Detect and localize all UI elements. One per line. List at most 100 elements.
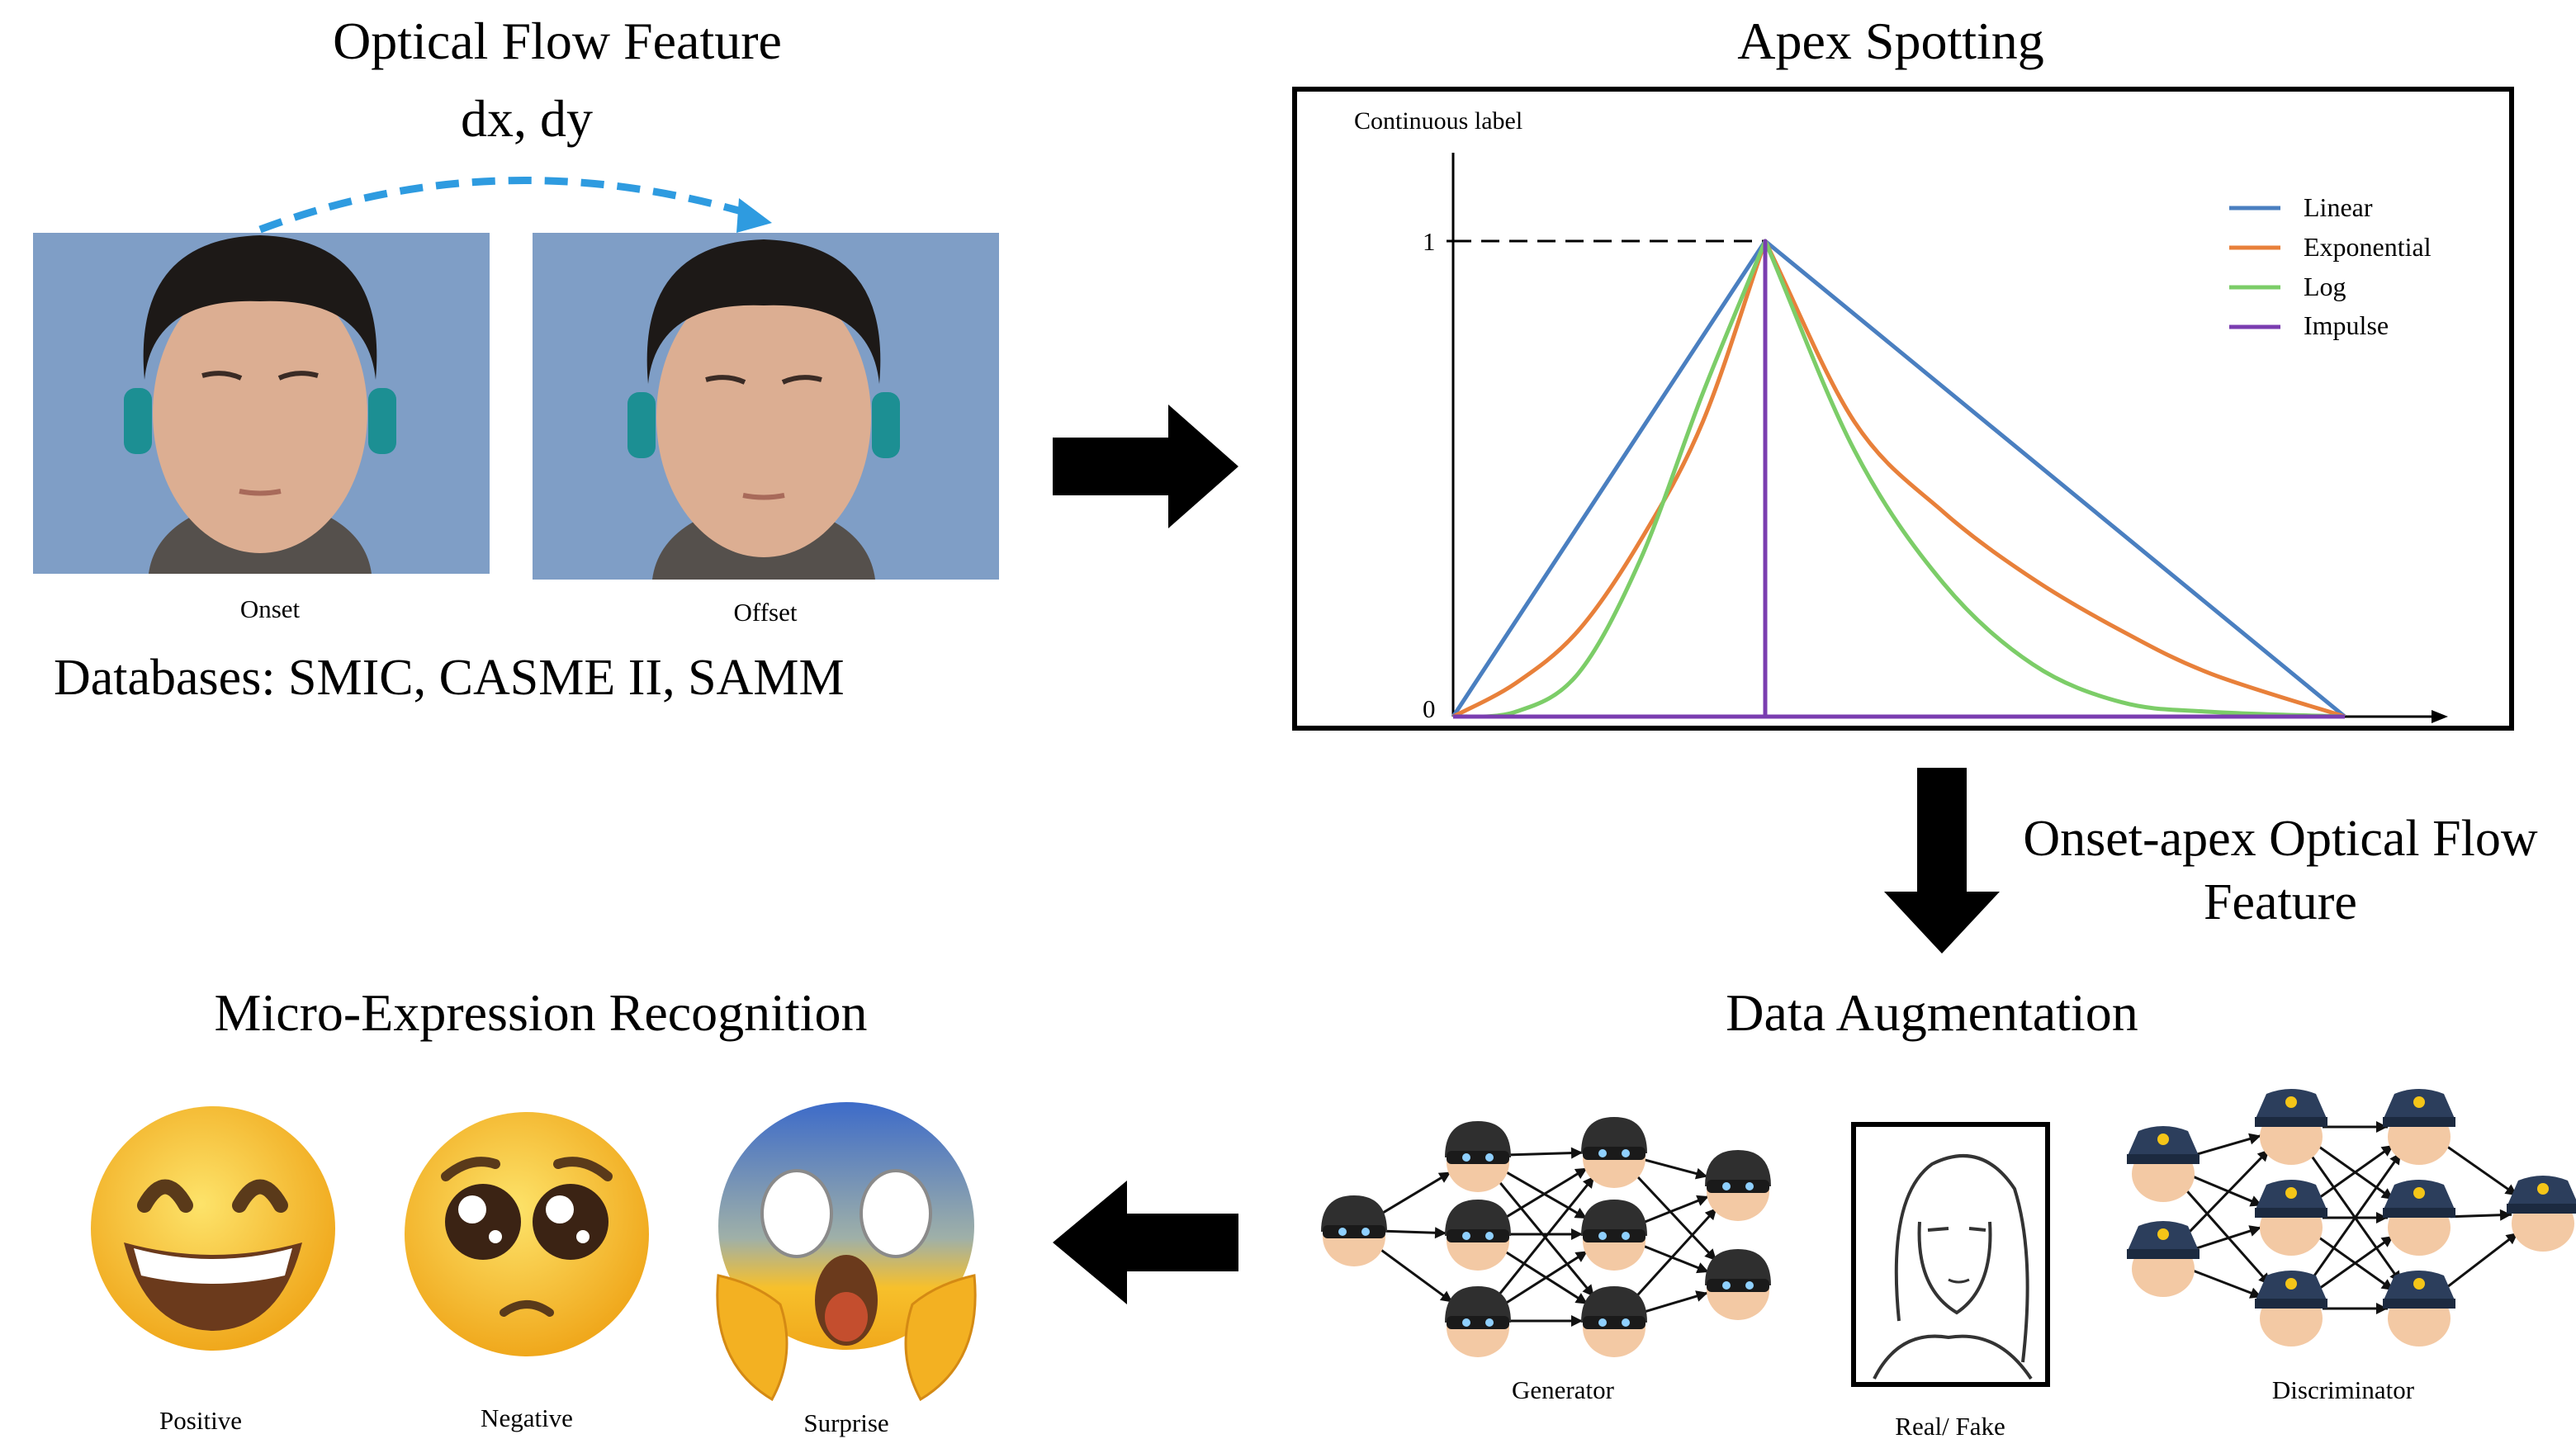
generator-edge-head	[1574, 1251, 1588, 1262]
grinning-face-icon	[91, 1106, 335, 1351]
generator-edge-head	[1695, 1290, 1708, 1302]
generator-edge	[1508, 1151, 1584, 1157]
right-arrow-icon	[1053, 405, 1238, 528]
generator-network	[1321, 1117, 1771, 1357]
police-officer-icon	[2383, 1089, 2455, 1165]
discriminator-edge	[2192, 1226, 2262, 1251]
offset-label: Offset	[733, 598, 798, 627]
police-officer-icon	[2383, 1271, 2455, 1347]
chart-series-exponential	[1451, 239, 2346, 719]
offset-face-photo	[533, 233, 999, 580]
optical-flow-subtitle: dx, dy	[461, 89, 593, 148]
generator-edge-head	[1571, 1228, 1583, 1240]
masked-person-icon	[1321, 1195, 1387, 1266]
generator-edge-head	[1704, 1248, 1717, 1261]
police-officer-icon	[2507, 1176, 2576, 1252]
generator-edge	[1504, 1170, 1588, 1220]
generator-edge	[1634, 1207, 1718, 1299]
discriminator-edge-head	[2376, 1212, 2388, 1223]
masked-person-icon	[1705, 1249, 1771, 1320]
police-officer-icon	[2255, 1271, 2327, 1347]
police-officer-icon	[2255, 1089, 2327, 1165]
generator-edge-head	[1694, 1167, 1708, 1180]
legend-label-log: Log	[2304, 272, 2346, 301]
class-label-positive: Positive	[159, 1406, 242, 1435]
discriminator-edge-head	[2376, 1121, 2388, 1133]
augmentation-title: Data Augmentation	[1726, 983, 2138, 1042]
chart-x-axis-arrowhead	[2432, 710, 2448, 723]
discriminator-edge	[2316, 1234, 2394, 1292]
discriminator-network	[2127, 1089, 2576, 1347]
chart-series-log	[1452, 239, 2346, 719]
police-officer-icon	[2127, 1221, 2200, 1297]
generator-label: Generator	[1512, 1375, 1614, 1404]
police-officer-icon	[2127, 1126, 2200, 1202]
discriminator-edge	[2443, 1231, 2519, 1291]
generator-edge	[1496, 1175, 1596, 1298]
databases-text: Databases: SMIC, CASME II, SAMM	[54, 650, 845, 706]
discriminator-edge-head	[2499, 1209, 2512, 1221]
class-label-surprise: Surprise	[803, 1408, 889, 1437]
generator-edge	[1380, 1171, 1452, 1215]
masked-person-icon	[1445, 1200, 1511, 1271]
discriminator-label: Discriminator	[2271, 1375, 2415, 1404]
dashed-curved-arrow-icon	[258, 177, 772, 234]
discriminator-edge	[2184, 1148, 2271, 1238]
recognition-title: Micro-Expression Recognition	[214, 983, 868, 1042]
apex-chart-frame	[1292, 87, 2514, 731]
optical-flow-title: Optical Flow Feature	[333, 12, 782, 70]
discriminator-edge	[2191, 1175, 2263, 1207]
generator-edge-head	[1696, 1262, 1709, 1274]
screaming-face-icon	[716, 1102, 977, 1402]
masked-person-icon	[1445, 1286, 1511, 1357]
generator-edge-head	[1704, 1208, 1717, 1221]
masked-person-icon	[1445, 1121, 1511, 1192]
mona-lisa-sketch-icon	[1851, 1122, 2050, 1387]
chart-ytick-0: 0	[1423, 694, 1436, 723]
down-arrow-icon	[1884, 768, 2000, 954]
chart-y-label: Continuous label	[1354, 107, 1523, 135]
generator-edge	[1503, 1167, 1589, 1219]
generator-edge-head	[1439, 1290, 1453, 1303]
generator-edge-head	[1437, 1171, 1451, 1183]
generator-edge-head	[1434, 1227, 1447, 1239]
chart-ytick-1: 1	[1423, 227, 1436, 256]
generator-edge	[1503, 1250, 1589, 1305]
pleading-face-icon	[405, 1112, 649, 1356]
discriminator-edge	[2316, 1143, 2394, 1201]
generator-edge-head	[1574, 1293, 1588, 1304]
apex-title: Apex Spotting	[1737, 12, 2044, 70]
generator-edge	[1642, 1195, 1710, 1224]
onset-label: Onset	[239, 594, 301, 623]
discriminator-edge	[2193, 1134, 2261, 1157]
legend-label-exponential: Exponential	[2304, 232, 2432, 262]
masked-person-icon	[1581, 1200, 1647, 1271]
discriminator-edge	[2308, 1152, 2403, 1284]
chart-series-impulse	[1453, 239, 2345, 719]
discriminator-edge	[2191, 1269, 2263, 1299]
generator-edge	[1634, 1173, 1718, 1262]
generator-edge-head	[1582, 1176, 1595, 1189]
discriminator-edge	[2444, 1143, 2518, 1197]
generator-edges	[1378, 1147, 1718, 1327]
police-officer-icon	[2255, 1180, 2327, 1256]
generator-edge	[1642, 1244, 1710, 1274]
generator-edge-head	[1570, 1147, 1584, 1159]
legend-label-impulse: Impulse	[2304, 310, 2389, 340]
generator-edge	[1378, 1247, 1454, 1304]
generator-edge-head	[1574, 1167, 1588, 1179]
generator-edge-head	[1574, 1207, 1588, 1219]
masked-person-icon	[1581, 1117, 1647, 1188]
generator-edge-head	[1696, 1195, 1709, 1206]
generator-edge-head	[1571, 1315, 1583, 1327]
onset-apex-label-line2: Feature	[2204, 874, 2357, 930]
left-arrow-icon	[1053, 1181, 1238, 1304]
discriminator-edge-head	[2248, 1133, 2261, 1145]
generator-edge	[1497, 1179, 1595, 1298]
legend-label-linear: Linear	[2304, 192, 2373, 222]
class-label-negative: Negative	[481, 1403, 573, 1432]
masked-person-icon	[1581, 1286, 1647, 1357]
